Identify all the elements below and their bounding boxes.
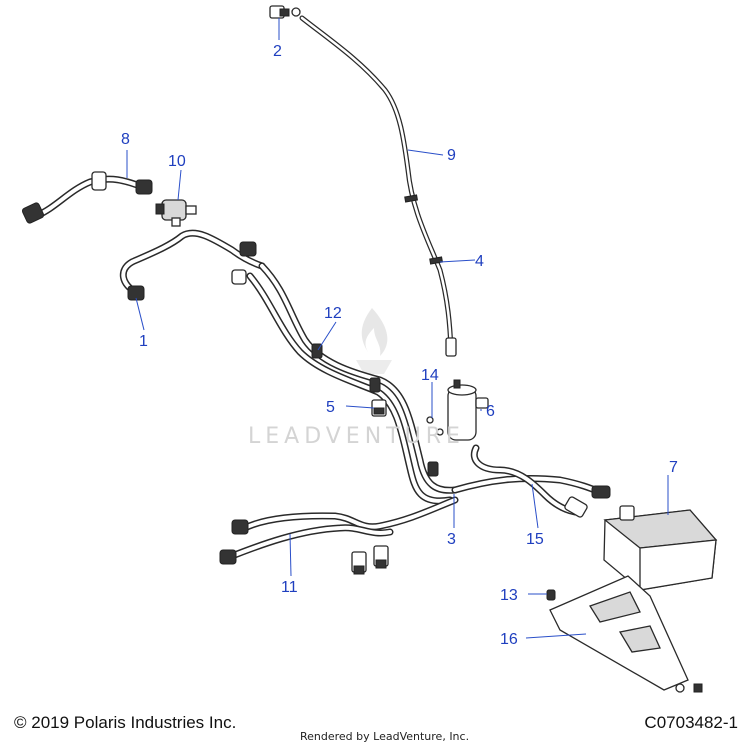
copyright-text: © 2019 Polaris Industries Inc. (14, 713, 237, 732)
callout-13: 13 (500, 587, 518, 604)
part-12-hose (246, 262, 459, 505)
part-11-hose (219, 496, 459, 565)
callout-14: 14 (421, 367, 439, 384)
part-13-bolt (546, 589, 556, 601)
part-6-filter (447, 379, 489, 441)
part-9-vent-hose (299, 15, 457, 357)
callout-15: 15 (526, 531, 544, 548)
drawing-number: C0703482-1 (644, 713, 738, 732)
callout-2: 2 (273, 43, 282, 60)
part-14-screws (426, 416, 444, 436)
part-2-clip (269, 5, 301, 19)
callout-8: 8 (121, 131, 130, 148)
part-8-hose (21, 171, 153, 224)
leader-lines (126, 18, 669, 639)
watermark-logo (356, 308, 392, 374)
part-16-bracket (549, 575, 703, 693)
callout-12: 12 (324, 305, 342, 322)
callout-11: 11 (281, 579, 298, 596)
callout-4: 4 (475, 253, 484, 270)
part-5-clip (371, 399, 387, 417)
rendered-by-text: Rendered by LeadVenture, Inc. (300, 730, 470, 743)
part-15-hose (451, 444, 611, 518)
part-7-canister (603, 505, 718, 591)
callout-1: 1 (139, 333, 148, 350)
watermark-text: LEADVENTURE (248, 424, 465, 449)
hose-clips (351, 545, 389, 575)
callout-6: 6 (486, 403, 495, 420)
callout-16: 16 (500, 631, 518, 648)
callout-9: 9 (447, 147, 456, 164)
part-10-valve (155, 199, 197, 227)
callout-5: 5 (326, 399, 335, 416)
callout-3: 3 (447, 531, 456, 548)
callout-7: 7 (669, 459, 678, 476)
part-1-hose (119, 229, 266, 301)
callout-10: 10 (168, 153, 186, 170)
